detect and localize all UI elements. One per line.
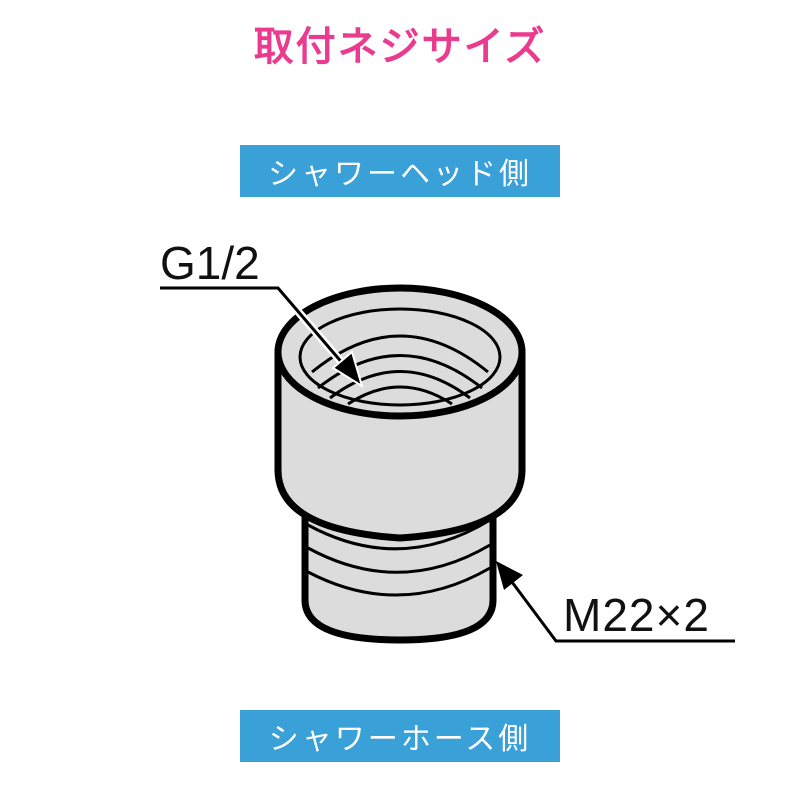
shower-head-side-badge: シャワーヘッド側 [240,145,560,197]
m22-leader [496,561,735,643]
arrow-head-icon [496,561,523,590]
shower-hose-side-badge: シャワーホース側 [240,710,560,762]
top-thread-size-label: G1/2 [160,237,260,289]
page-title: 取付ネジサイズ [253,24,547,70]
adapter-fitting-drawing [274,284,526,644]
g12-leader [160,284,364,389]
bottom-thread-size-label: M22×2 [563,589,710,641]
arrow-head-icon [331,350,364,389]
